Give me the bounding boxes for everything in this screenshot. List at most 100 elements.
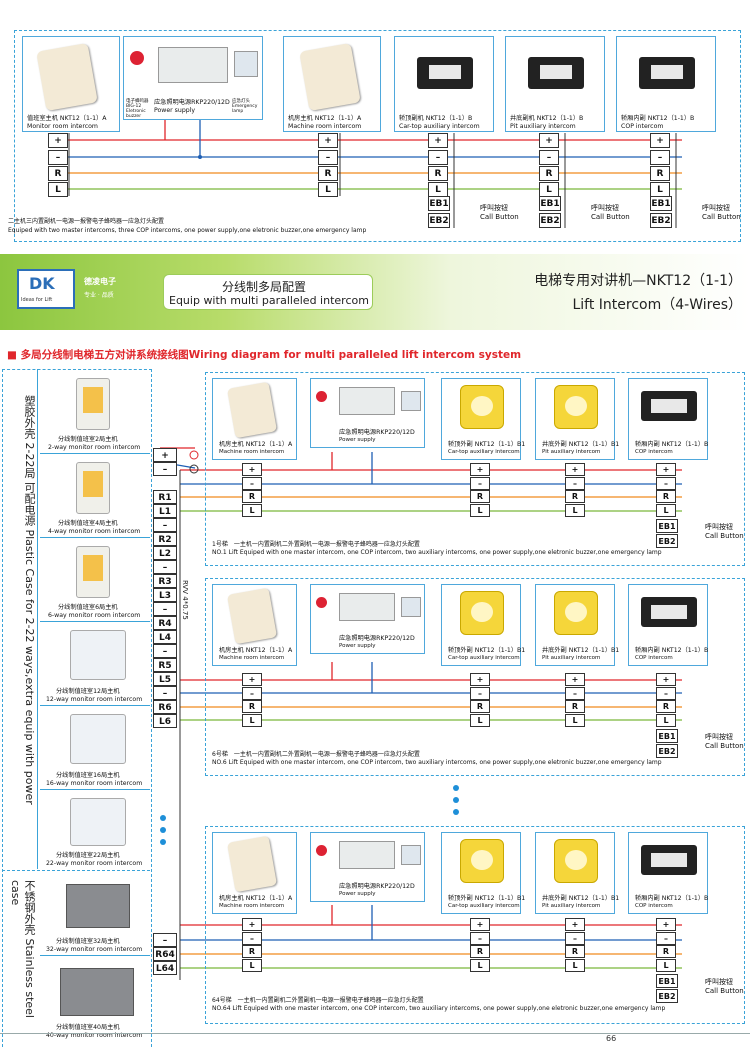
lift6-terminal-minus: – [565,686,585,700]
device-en: Power supply [154,107,196,114]
section-title: ■ 多局分线制电梯五方对讲系统接线图Wiring diagram for mul… [7,349,522,361]
lamp-image [401,597,421,617]
plastic-cn: 塑胶外壳 2-22局 可配电源 [23,395,36,526]
bus-minus: – [153,602,177,616]
banner: DK Ideas for Lift 德凌电子 专业 · 品质 分线制多局配置 E… [0,254,750,330]
device-en: Car-top auxiliary intercom [448,903,520,909]
bus-r4: R4 [153,616,177,630]
unit-cn: 分线制值班室12局主机 [56,688,120,695]
lift1-terminal-plus: + [656,463,676,476]
terminal-r: R [48,166,68,181]
lift1-terminal-minus: – [565,476,585,490]
lift1-terminal-minus: – [242,476,262,490]
device-en: Car-top auxiliary intercom [448,449,520,455]
lift1-frame [205,372,745,566]
company-name: 德凌电子 [84,277,116,286]
top-diagram-frame [14,30,741,242]
lift1-wires [180,452,682,512]
top-machine-intercom: 机房主机 NKT12（1-1）A Machine room intercom [283,36,381,132]
unit-cn: 分线制值班室6局主机 [58,604,118,611]
device-cn: 应急照明电源RKP220/12D [339,429,415,436]
lift1-note-cn: 1号梯 一主机一内置副机二外置副机一电源一报警电子蜂鸣器一应急灯头配置 [212,541,420,548]
lift64-call-cn: 呼叫按钮 [705,978,733,986]
aux-unit-image [641,391,697,421]
lift64-terminal-eb1: EB1 [656,974,678,988]
page-number: 66 [606,1034,617,1043]
lift1-terminal-l: L [565,504,585,518]
lift64-terminal-plus: + [565,918,585,931]
unit-2way: 分线制值班室2局主机 2-way monitor room intercom [40,372,150,454]
unit-4way: 分线制值班室4局主机 4-way monitor room intercom [40,456,150,538]
power-box-image [158,47,228,83]
lift6-terminal-minus: – [656,686,676,700]
lift6-wires [180,662,682,721]
terminal-r: R [318,166,338,181]
power-box-image [339,387,395,415]
lift1-terminal-eb2: EB2 [656,534,678,548]
aux-unit-image [417,57,473,89]
panel-divider [2,870,150,871]
call-button-en: Call Button [591,213,630,221]
steel-en: Stainless steel case [9,880,36,1018]
lift1-terminal-plus: + [242,463,262,476]
handset-image [226,835,278,893]
terminal-plus: + [650,133,670,148]
lift1-terminal-l: L [470,504,490,518]
bus-l1: L1 [153,504,177,518]
steel-cn: 不锈钢外壳 [23,880,36,935]
device-en: COP intercom [621,123,664,130]
lift6-terminal-eb2: EB2 [656,744,678,758]
lift64-terminal-plus: + [242,918,262,931]
device-en: Machine room intercom [219,903,285,909]
device-en: COP intercom [635,449,673,455]
bus-l4: L4 [153,630,177,644]
bus-l5: L5 [153,672,177,686]
top-note-cn: 二主机三内置副机一电源一报警电子蜂鸣器一应急灯头配置 [8,218,165,225]
device-cn: 轿顶外副 NKT12（1-1）B1 [448,895,526,902]
bus-minus: – [153,560,177,574]
lift6-terminal-r: R [656,700,676,714]
buzzer-icon [316,597,327,608]
bus-r5: R5 [153,658,177,672]
device-en: Monitor room intercom [27,123,98,130]
terminal-r: R [539,166,559,181]
lift1-terminal-l: L [656,504,676,518]
lift6-terminal-eb1: EB1 [656,729,678,743]
handset-image [36,42,98,112]
bus-minus: – [153,462,177,476]
power-box-image [339,841,395,869]
lift64-terminal-r: R [470,945,490,959]
plastic-case-label: 塑胶外壳 2-22局 可配电源 Plastic Case for 2-22 wa… [6,395,36,855]
device-cn: 井底副机 NKT12（1-1）B [510,115,584,122]
terminal-r: R [428,166,448,181]
unit-cn: 分线制值班室16局主机 [56,772,120,779]
cable-spec: RVV 4*0.75 [181,580,189,620]
bus-l3: L3 [153,588,177,602]
product-title-cn: 电梯专用对讲机—NKT12（1-1） [534,273,742,289]
unit-cn: 分线制值班室2局主机 [58,436,118,443]
lamp-image [401,845,421,865]
lift64-terminal-l: L [470,959,490,973]
top-cop-intercom: 轿厢内副 NKT12（1-1）B COP intercom [616,36,716,132]
lift6-terminal-r: R [470,700,490,714]
lift6-terminal-plus: + [470,673,490,686]
device-cn: 应急照明电源RKP220/12D [339,635,415,642]
unit-en: 6-way monitor room intercom [48,612,141,619]
lift1-terminal-minus: – [470,476,490,490]
unit-32way: 分线制值班室32局主机 32-way monitor room intercom [40,874,150,956]
lift64-terminal-plus: + [470,918,490,931]
lift6-terminal-plus: + [656,673,676,686]
unit-cn: 分线制值班室4局主机 [58,520,118,527]
bus-minus: – [153,644,177,658]
bus-r3: R3 [153,574,177,588]
device-cn: 井底外副 NKT12（1-1）B1 [542,441,620,448]
device-en: COP intercom [635,903,673,909]
device-cn: 应急照明电源RKP220/12D [154,99,230,106]
unit-cn: 分线制值班室22局主机 [56,852,120,859]
